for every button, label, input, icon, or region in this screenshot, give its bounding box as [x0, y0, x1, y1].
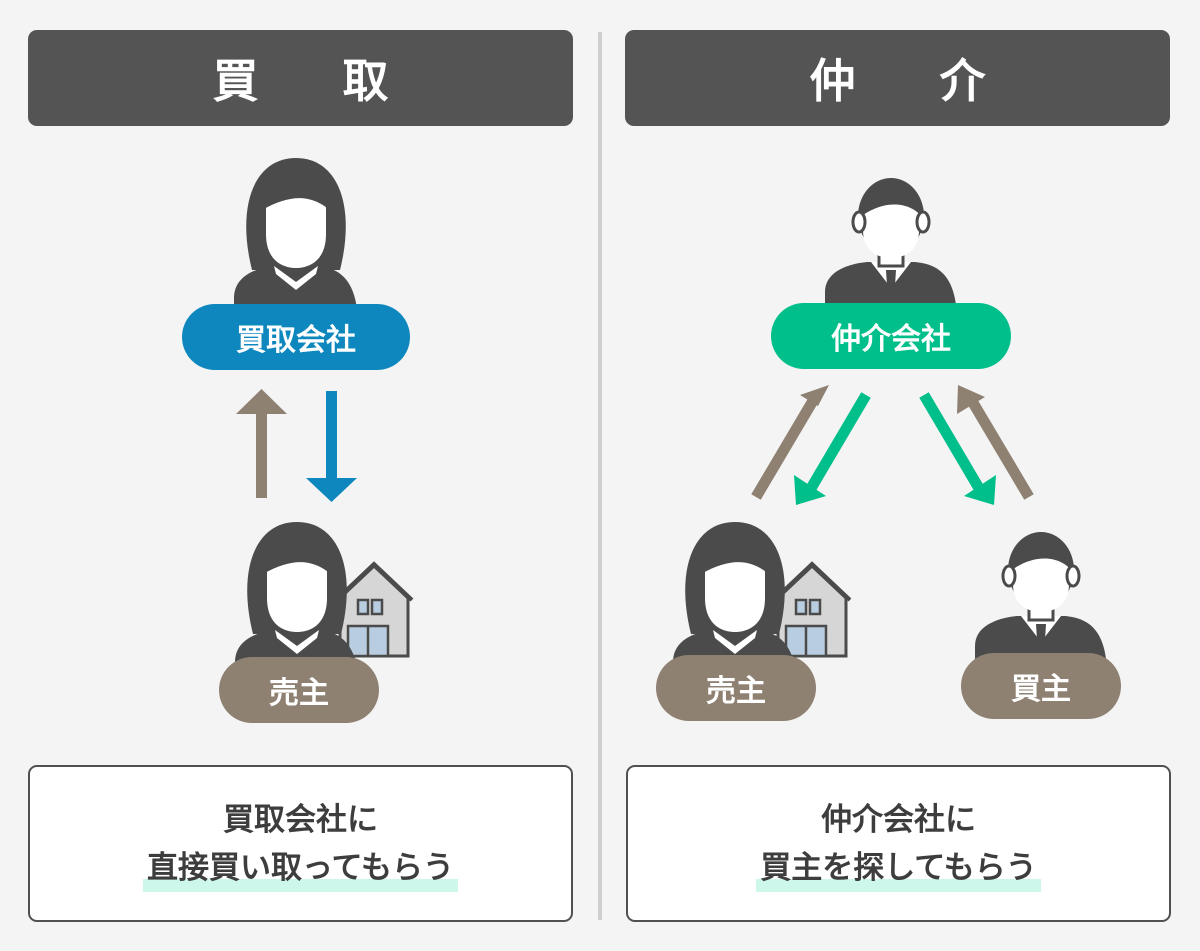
caption-line-1: 買取会社に: [223, 801, 378, 838]
arrow-company-to-buyer-icon: [919, 392, 996, 505]
buyout-caption: 買取会社に 直接買い取ってもらう: [28, 765, 573, 922]
buyout-header: 買 取: [28, 30, 573, 126]
caption-line-2: 直接買い取ってもらう: [143, 843, 458, 892]
column-divider: [598, 32, 602, 920]
house-icon: [772, 562, 852, 658]
arrow-up-icon: [236, 389, 287, 498]
brokerage-header: 仲 介: [625, 30, 1170, 126]
brokerage-company-person-icon: [823, 176, 959, 324]
arrow-company-to-seller-icon: [794, 392, 871, 505]
house-icon: [334, 562, 414, 658]
brokerage-caption: 仲介会社に 買主を探してもらう: [626, 765, 1171, 922]
buyout-company-person-icon: [234, 158, 358, 326]
caption-line-1: 仲介会社に: [821, 801, 976, 838]
seller-label: 売主: [656, 655, 816, 721]
brokerage-company-label: 仲介会社: [771, 303, 1011, 369]
buyout-company-label: 買取会社: [182, 304, 410, 370]
seller-label: 売主: [219, 657, 379, 723]
caption-line-2: 買主を探してもらう: [756, 843, 1041, 892]
arrow-seller-to-company-icon: [751, 385, 829, 500]
buyer-label: 買主: [961, 653, 1121, 719]
arrow-buyer-to-company-icon: [957, 385, 1034, 500]
arrow-down-icon: [306, 391, 357, 502]
